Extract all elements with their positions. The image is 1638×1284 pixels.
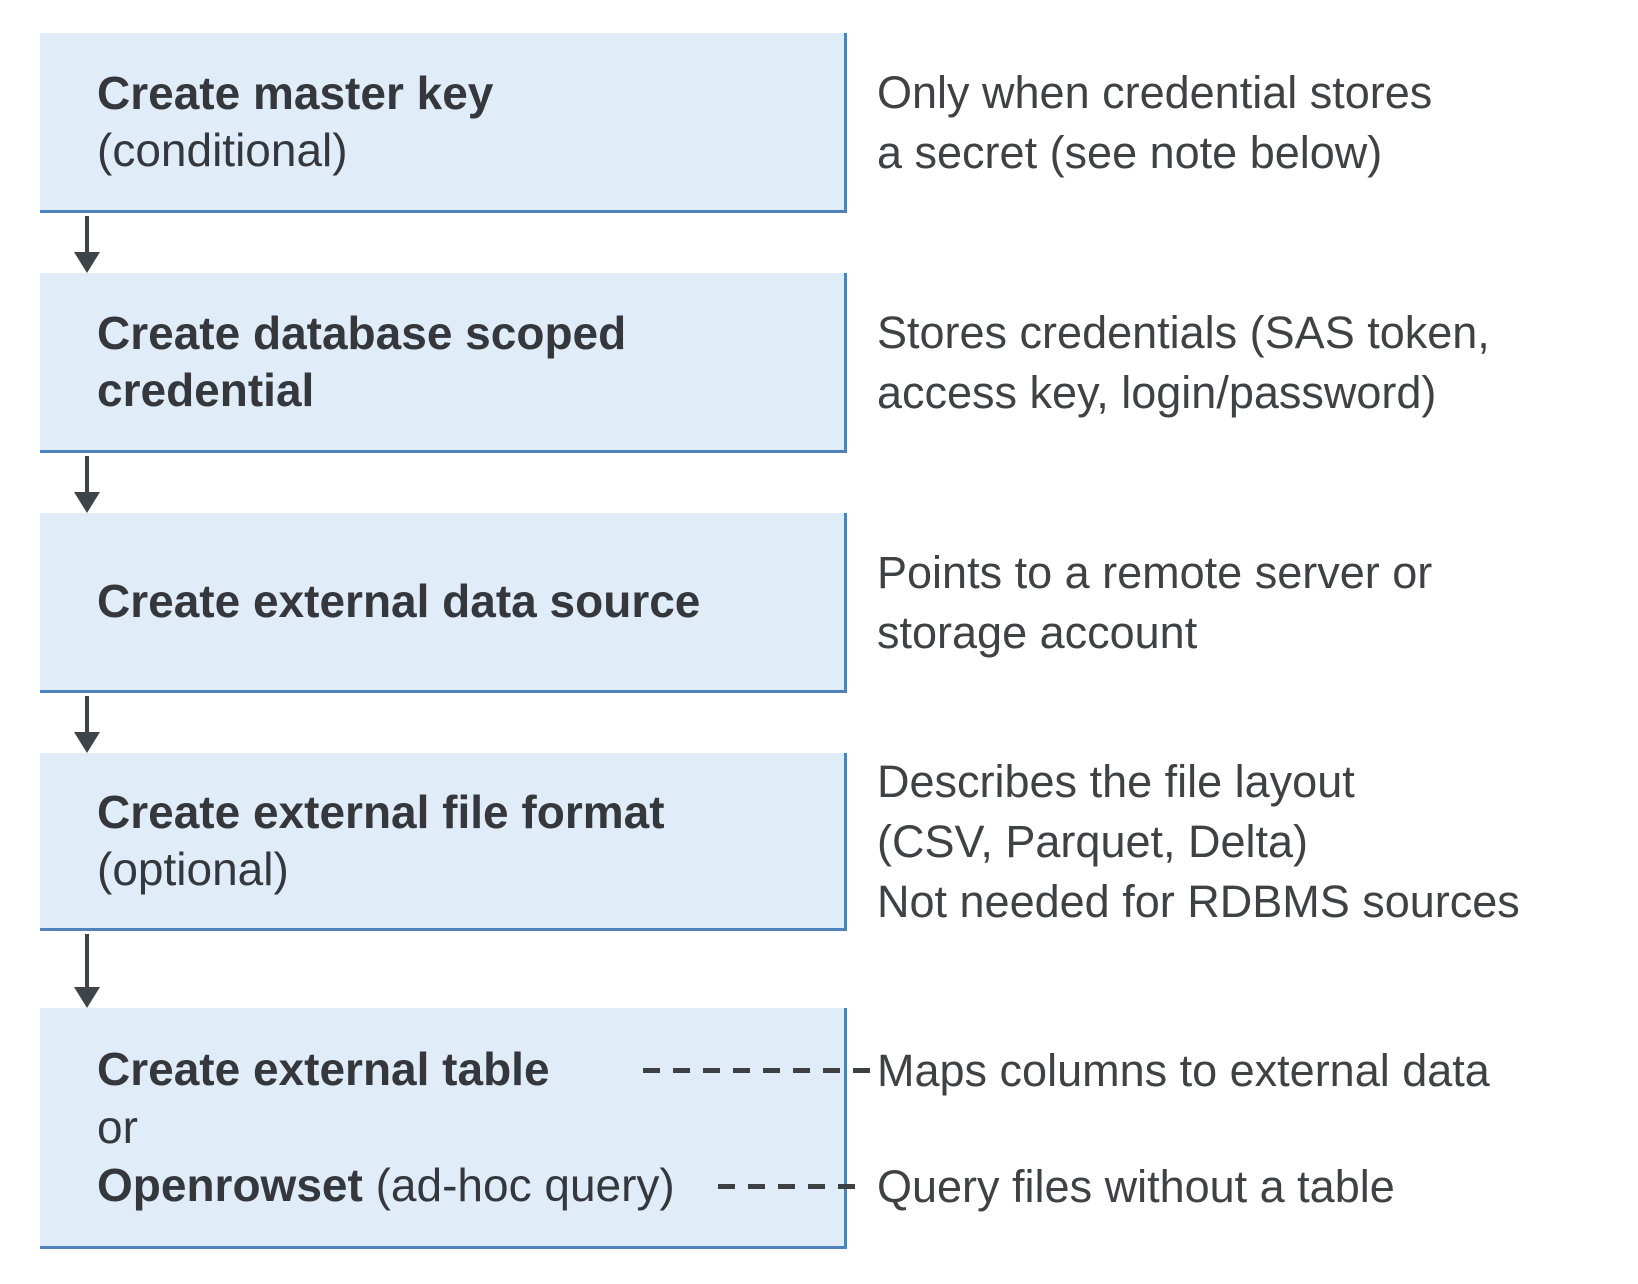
flow-box-create-external-data-source: Create external data source	[40, 513, 847, 693]
box-subtitle: (conditional)	[97, 123, 348, 176]
box-subtitle-line: (optional)	[97, 841, 844, 898]
step-note-1: Only when credential stores a secret (se…	[877, 63, 1432, 183]
arrow-stem	[85, 934, 89, 988]
flow-box-create-database-scoped-credential: Create database scoped credential	[40, 273, 847, 453]
box-title: Create external data source	[97, 575, 701, 627]
box-title: Create master key	[97, 66, 494, 119]
box-title-line: Create master key	[97, 65, 844, 122]
box-title-alt-rest: (ad-hoc query)	[362, 1159, 675, 1211]
box-title: Create external file format	[97, 785, 665, 838]
arrow-stem	[85, 456, 89, 493]
arrow-head-icon	[74, 252, 100, 273]
note-line: access key, login/password)	[877, 367, 1437, 418]
dashed-connector-2	[718, 1184, 868, 1189]
note-line: Points to a remote server or	[877, 547, 1433, 598]
note-line: Only when credential stores	[877, 67, 1433, 118]
note-line: a secret (see note below)	[877, 127, 1383, 178]
arrow-head-icon	[74, 492, 100, 513]
arrow-head-icon	[74, 732, 100, 753]
dashed-connector-1	[643, 1068, 870, 1073]
step-note-5-external-table: Maps columns to external data	[877, 1041, 1490, 1101]
box-title-line: Create external data source	[97, 573, 844, 630]
flow-box-create-external-table-or-openrowset: Create external table or Openrowset (ad-…	[40, 1008, 847, 1249]
box-title: Create external table	[97, 1043, 550, 1095]
box-title: Create database scoped credential	[97, 306, 627, 416]
note-line: Not needed for RDBMS sources	[877, 876, 1520, 927]
box-title-alt: Openrowset	[97, 1159, 363, 1211]
box-title-line: Create database scoped credential	[97, 305, 844, 419]
box-subtitle-line: (conditional)	[97, 122, 844, 179]
box-title-line: Create external file format	[97, 784, 844, 841]
down-arrow-3	[74, 696, 101, 753]
step-note-3: Points to a remote server or storage acc…	[877, 543, 1432, 663]
arrow-stem	[85, 216, 89, 253]
note-line: (CSV, Parquet, Delta)	[877, 816, 1309, 867]
box-subtitle: (optional)	[97, 842, 289, 895]
note-line: Maps columns to external data	[877, 1045, 1490, 1096]
down-arrow-1	[74, 216, 101, 273]
step-note-5-openrowset: Query files without a table	[877, 1157, 1395, 1217]
step-note-2: Stores credentials (SAS token, access ke…	[877, 303, 1490, 423]
arrow-head-icon	[74, 987, 100, 1008]
box-or-text: or	[97, 1101, 138, 1153]
flow-box-create-master-key: Create master key (conditional)	[40, 33, 847, 213]
box-openrowset-line: Openrowset (ad-hoc query)	[97, 1156, 844, 1214]
note-line: Stores credentials (SAS token,	[877, 307, 1490, 358]
box-or-line: or	[97, 1098, 844, 1156]
box-title-line: Create external table	[97, 1040, 844, 1098]
arrow-stem	[85, 696, 89, 733]
note-line: Query files without a table	[877, 1161, 1395, 1212]
down-arrow-2	[74, 456, 101, 513]
down-arrow-4	[74, 934, 101, 1008]
flow-box-create-external-file-format: Create external file format (optional)	[40, 753, 847, 931]
step-note-4: Describes the file layout (CSV, Parquet,…	[877, 752, 1520, 932]
note-line: Describes the file layout	[877, 756, 1355, 807]
note-line: storage account	[877, 607, 1198, 658]
